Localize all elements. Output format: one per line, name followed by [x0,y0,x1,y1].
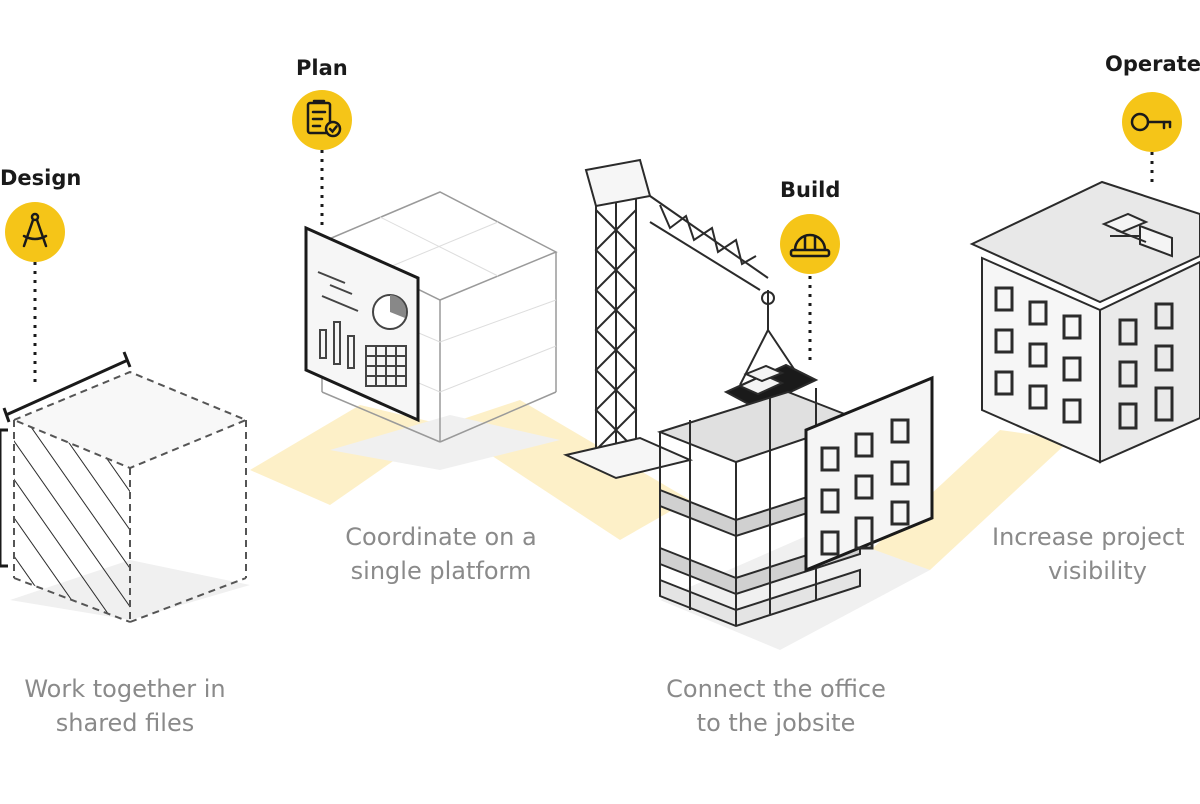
design-cube [0,351,249,623]
dotted-connectors [33,150,1154,384]
stage-label-operate: Operate [1105,52,1200,76]
compass-icon [5,202,65,262]
caption-plan-line1: Coordinate on a [345,523,537,551]
caption-build: Connect the office to the jobsite [636,672,916,740]
caption-operate: Increase project visibility [992,520,1200,588]
clipboard-check-icon [292,90,352,150]
key-icon [1122,92,1182,152]
caption-design: Work together in shared files [0,672,250,740]
caption-operate-line2: visibility [1048,557,1147,585]
caption-design-line2: shared files [55,709,195,737]
operate-building [969,180,1200,464]
caption-plan: Coordinate on a single platform [316,520,566,588]
caption-plan-line2: single platform [350,557,532,585]
caption-operate-line1: Increase project [992,523,1185,551]
caption-design-line1: Work together in [24,675,226,703]
build-wall-panel [804,375,934,573]
hard-hat-icon [780,214,840,274]
stage-label-build: Build [780,178,841,202]
stage-label-plan: Plan [296,56,348,80]
caption-build-line2: to the jobsite [696,709,856,737]
caption-build-line1: Connect the office [666,675,886,703]
stage-label-design: Design [0,166,82,190]
plan-dashboard-panel [304,225,420,423]
